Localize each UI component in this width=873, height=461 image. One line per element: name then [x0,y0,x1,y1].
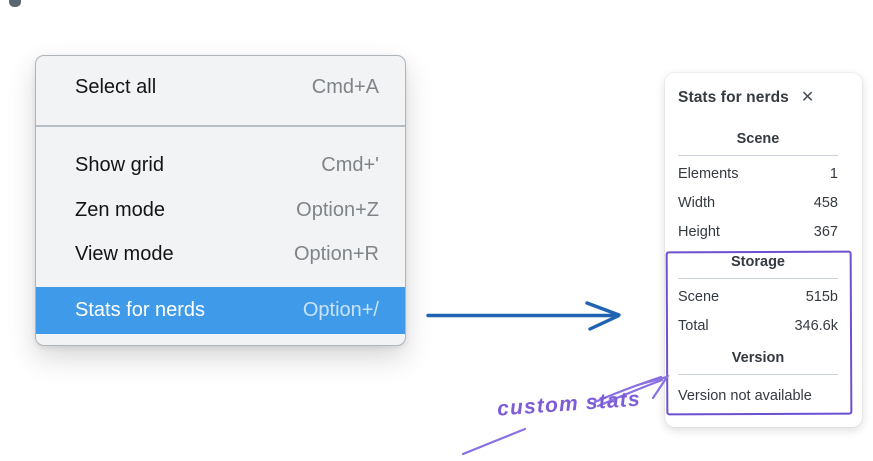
menu-item-stats-for-nerds[interactable]: Stats for nerds Option+/ [36,287,405,334]
scene-rows: Elements 1 Width 458 Height 367 [678,159,838,246]
menu-item-label: Show grid [75,153,164,176]
stat-row-width: Width 458 [678,188,838,217]
menu-item-label: Select all [75,75,157,98]
section-divider [678,155,838,156]
menu-item-shortcut: Option+Z [296,198,379,221]
stat-label: Elements [678,165,739,182]
annotation-label: custom stats [496,387,642,421]
section-heading-storage: Storage [731,254,785,270]
stat-row-scene-size: Scene 515b [678,282,838,311]
menu-item-select-all[interactable]: Select all Cmd+A [36,64,405,110]
stat-row-elements: Elements 1 [678,159,838,188]
stats-panel-title: Stats for nerds [678,89,789,106]
menu-item-label: Zen mode [75,198,166,221]
menu-item-shortcut: Option+R [293,242,379,265]
stat-value: 1 [829,165,838,182]
stat-value: 515b [805,288,838,305]
section-heading-version: Version [731,350,785,366]
close-icon[interactable]: ✕ [800,89,815,106]
menu-item-label: View mode [75,242,174,265]
storage-rows: Scene 515b Total 346.6k [678,282,838,340]
menu-divider [36,125,405,127]
stat-label: Width [678,194,716,211]
context-menu: Select all Cmd+A Show grid Cmd+' Zen mod… [35,55,406,346]
menu-item-shortcut: Option+/ [302,299,379,321]
pointer-arrow [426,301,621,331]
menu-item-shortcut: Cmd+A [311,75,379,98]
menu-item-shortcut: Cmd+' [321,153,379,176]
stat-label: Total [678,317,709,334]
stat-row-height: Height 367 [678,217,838,246]
section-heading-scene: Scene [736,131,780,147]
stats-panel: Stats for nerds ✕ Scene Elements 1 Width… [665,73,862,427]
stat-value: 458 [813,194,838,211]
section-divider [678,374,838,375]
version-note: Version not available [678,388,812,404]
stat-label: Scene [678,288,720,305]
stat-value: 367 [813,223,838,240]
section-divider [678,278,838,279]
cropped-ui-fragment [9,0,21,7]
stat-label: Height [678,223,720,240]
menu-item-label: Stats for nerds [75,299,206,321]
stats-panel-titlebar: Stats for nerds ✕ [678,85,838,107]
stat-value: 346.6k [794,317,838,334]
menu-item-zen-mode[interactable]: Zen mode Option+Z [36,187,405,233]
menu-item-show-grid[interactable]: Show grid Cmd+' [36,142,405,188]
menu-item-view-mode[interactable]: View mode Option+R [36,231,405,277]
stat-row-total-size: Total 346.6k [678,311,838,340]
